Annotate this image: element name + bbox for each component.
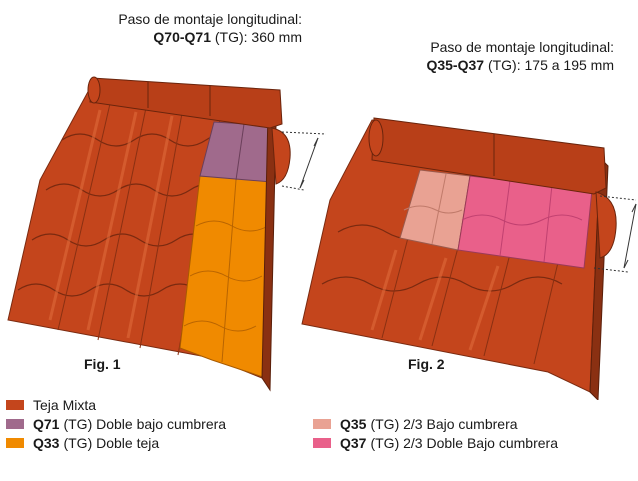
- fig1-caption-rest: (TG): 360 mm: [210, 29, 302, 45]
- fig1-caption-line1: Paso de montaje longitudinal:: [118, 11, 302, 27]
- legend-text: (TG) 2/3 Doble Bajo cumbrera: [370, 435, 558, 451]
- fig2-caption-rest: (TG): 175 a 195 mm: [484, 57, 614, 73]
- legend-item-q37: Q37 (TG) 2/3 Doble Bajo cumbrera: [313, 435, 558, 451]
- legend-swatch: [6, 438, 24, 448]
- fig2-caption-line1: Paso de montaje longitudinal:: [430, 39, 614, 55]
- legend-text: (TG) Doble bajo cumbrera: [63, 416, 227, 432]
- legend-swatch: [313, 438, 331, 448]
- fig2-caption-code: Q35-Q37: [426, 57, 485, 73]
- legend-code: Q33: [33, 435, 60, 451]
- legend-swatch: [6, 400, 24, 410]
- legend-text: Teja Mixta: [33, 397, 97, 413]
- fig1-label: Fig. 1: [84, 356, 121, 372]
- legend-text: (TG) Doble teja: [63, 435, 160, 451]
- legend-code: Q37: [340, 435, 367, 451]
- roof-illustrations: [7, 76, 637, 400]
- legend-text: (TG) 2/3 Bajo cumbrera: [370, 416, 518, 432]
- legend-item-teja-mixta: Teja Mixta: [6, 397, 96, 413]
- fig1-roof: [7, 76, 327, 392]
- legend-item-q35: Q35 (TG) 2/3 Bajo cumbrera: [313, 416, 518, 432]
- fig2-roof: [301, 117, 637, 400]
- legend-item-q33: Q33 (TG) Doble teja: [6, 435, 159, 451]
- fig1-caption-code: Q70-Q71: [153, 29, 211, 45]
- legend-swatch: [6, 419, 24, 429]
- fig2-label: Fig. 2: [408, 356, 445, 372]
- fig1-caption: Paso de montaje longitudinal: Q70-Q71 (T…: [118, 10, 302, 46]
- fig2-caption: Paso de montaje longitudinal: Q35-Q37 (T…: [426, 38, 614, 74]
- legend-item-q71: Q71 (TG) Doble bajo cumbrera: [6, 416, 226, 432]
- legend-swatch: [313, 419, 331, 429]
- legend-code: Q35: [340, 416, 367, 432]
- legend-code: Q71: [33, 416, 60, 432]
